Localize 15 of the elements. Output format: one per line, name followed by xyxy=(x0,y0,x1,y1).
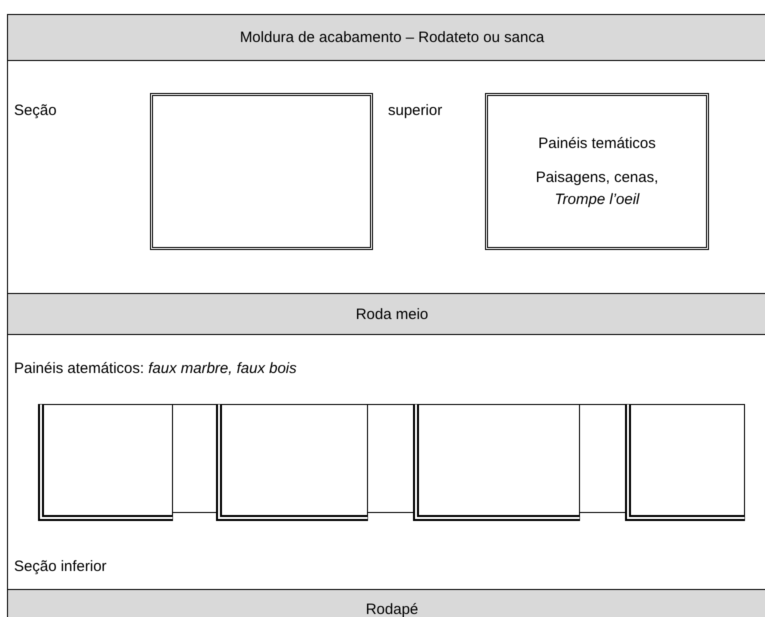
section-label: superior xyxy=(388,102,442,119)
section-label: Seção inferior xyxy=(14,558,107,575)
middle-band: Roda meio xyxy=(7,293,765,335)
panel-note: Painéis atemáticos: faux marbre, faux bois xyxy=(14,360,297,377)
empty-panel xyxy=(150,93,373,250)
panel-text: Paisagens, cenas, Trompe l’oeil xyxy=(534,168,660,210)
skirting-band: Rodapé xyxy=(7,589,765,617)
header-band: Moldura de acabamento – Rodateto ou sanca xyxy=(7,14,765,61)
plain-panel xyxy=(625,404,745,521)
panel-title: Painéis temáticos xyxy=(538,134,656,154)
plain-panel xyxy=(413,404,580,521)
plain-panel xyxy=(216,404,368,521)
section-label: Seção xyxy=(14,102,57,119)
themed-panel xyxy=(485,93,709,250)
plain-panel xyxy=(38,404,173,521)
